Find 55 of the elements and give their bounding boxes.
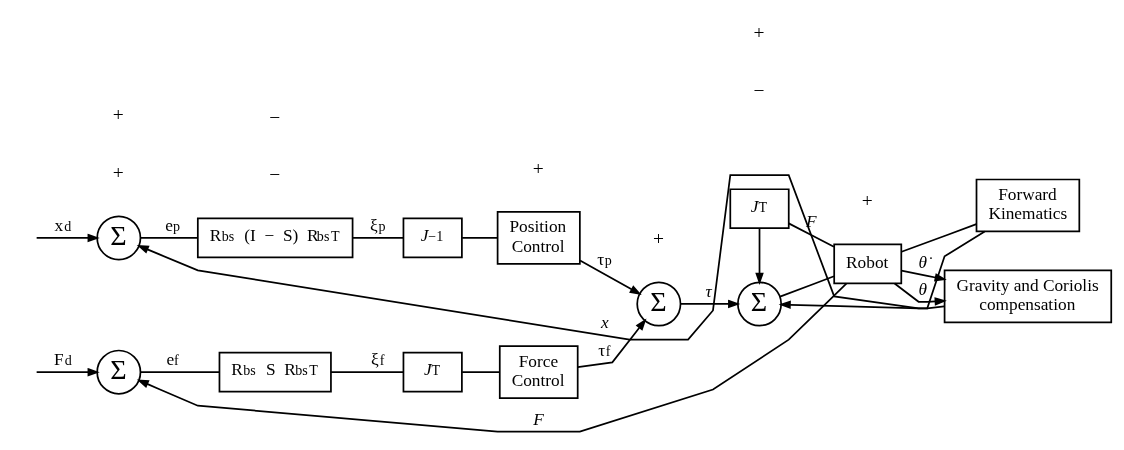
arrow — [136, 282, 848, 433]
node-circle: Σ — [96, 349, 142, 395]
node-box: JT — [729, 187, 790, 229]
edge-label: xd — [54, 215, 72, 235]
label: + — [112, 103, 124, 125]
node-box: J−1 — [402, 217, 463, 258]
connector — [461, 370, 501, 373]
node-box: Forward Kinematics — [975, 178, 1081, 232]
label: − — [269, 106, 281, 128]
node-box: Force Control — [498, 344, 579, 399]
node-circle: Σ — [96, 214, 142, 260]
node-box: Rbs S RbsT — [218, 351, 332, 392]
node-box: Robot — [833, 243, 903, 284]
node-box: JT — [402, 351, 463, 392]
edge-label: ep — [165, 215, 180, 235]
arrow — [893, 282, 947, 306]
connector — [139, 370, 221, 373]
edge-label: ef — [166, 349, 179, 369]
connector — [787, 222, 835, 248]
edge-label: τp — [597, 249, 612, 269]
label: + — [652, 227, 664, 249]
edge-label: θ — [918, 279, 928, 299]
arrow — [35, 233, 100, 242]
label: + — [532, 157, 544, 179]
connector — [461, 236, 499, 239]
arrow — [35, 367, 100, 376]
edge-label: τ — [705, 281, 712, 301]
edge-label: x — [600, 312, 609, 332]
arrow — [778, 300, 946, 309]
connector — [330, 370, 405, 373]
node-circle: Σ — [737, 280, 783, 326]
edge-label: ξp — [369, 215, 386, 235]
node-box: Position Control — [496, 210, 581, 265]
connector — [779, 274, 835, 297]
arrow — [679, 299, 741, 308]
node-circle: Σ — [636, 280, 682, 326]
label: − — [269, 163, 281, 185]
edge-label: ξf — [370, 349, 385, 369]
node-box: Gravity and Coriolis compensation — [943, 269, 1113, 323]
label: + — [861, 189, 873, 211]
arrow — [576, 318, 647, 368]
edge-label: τf — [598, 340, 611, 360]
arrow — [755, 226, 764, 285]
label: + — [753, 21, 765, 43]
edge-label: Fd — [53, 349, 72, 369]
node-box: Rbs (I − S) RbsT — [196, 217, 354, 258]
connector — [900, 222, 978, 253]
edge-label: F — [806, 211, 817, 231]
arrow — [136, 173, 986, 341]
connector — [352, 236, 405, 239]
label: + — [112, 161, 124, 183]
label: − — [753, 79, 765, 101]
arrow — [579, 259, 642, 295]
edge-label: F — [533, 409, 544, 429]
connector — [139, 236, 199, 239]
